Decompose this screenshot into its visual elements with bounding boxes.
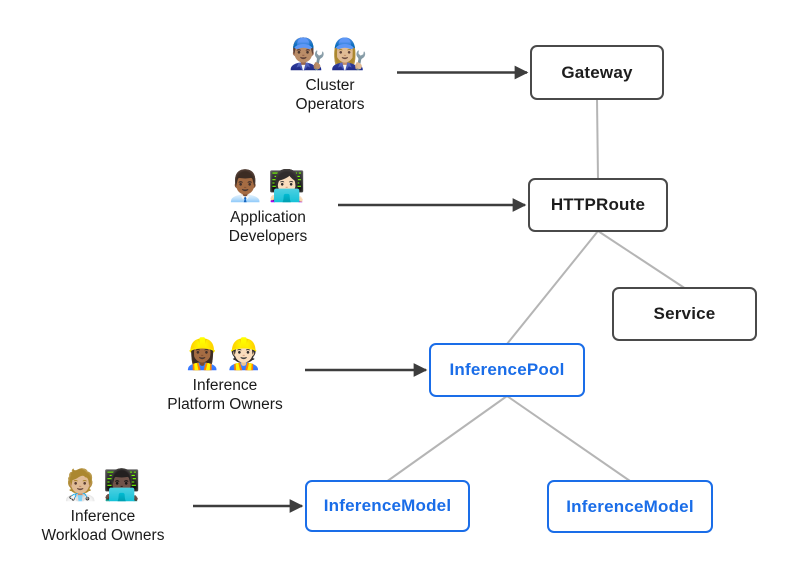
httproute-node: HTTPRoute [528, 178, 668, 232]
persona-inference-workload-owners: 🧑🏼‍⚕️👨🏿‍💻 Inference Workload Owners [23, 464, 183, 545]
inferencepool-node-label: InferencePool [449, 360, 565, 379]
persona-inference-platform-owners: 👷🏾‍♀️👷🏻 Inference Platform Owners [145, 333, 305, 414]
persona-label-line: Operators [295, 95, 365, 113]
gateway-node: Gateway [530, 45, 664, 100]
httproute-node-label: HTTPRoute [550, 195, 646, 214]
persona-cluster-operators: 👨🏽‍🔧👩🏼‍🔧 Cluster Operators [255, 33, 405, 114]
persona-label-line: Inference [192, 377, 258, 394]
persona-label-line: Application [230, 209, 306, 226]
persona-application-developers: 👨🏾‍💼👩🏻‍💻 Application Developers [195, 165, 341, 246]
inferencemodel-node-left-label: InferenceModel [323, 496, 452, 515]
persona-label-line: Platform Owners [167, 395, 283, 413]
persona-label-line: Inference [70, 508, 136, 525]
inferencepool-node: InferencePool [429, 343, 585, 397]
mechanics-emoji: 👨🏽‍🔧👩🏼‍🔧 [288, 38, 372, 71]
health-worker-technologist-emoji: 🧑🏼‍⚕️👨🏿‍💻 [61, 469, 145, 502]
persona-label-line: Cluster [305, 77, 355, 94]
persona-label-line: Workload Owners [41, 526, 165, 544]
edge-httproute-to-inferencepool [506, 230, 599, 345]
edge-inferencepool-to-inferencemodel-2 [506, 395, 631, 482]
inferencemodel-node-right: InferenceModel [547, 480, 713, 533]
construction-workers-emoji: 👷🏾‍♀️👷🏻 [183, 338, 267, 371]
edge-inferencepool-to-inferencemodel-1 [386, 395, 508, 482]
service-node: Service [612, 287, 757, 341]
persona-label-line: Developers [228, 227, 308, 245]
gateway-node-label: Gateway [561, 62, 633, 82]
edge-gateway-to-httproute [596, 98, 599, 180]
inferencemodel-node-left: InferenceModel [305, 480, 470, 532]
office-worker-technologist-emoji: 👨🏾‍💼👩🏻‍💻 [226, 170, 310, 203]
service-node-label: Service [653, 304, 716, 323]
inferencemodel-node-right-label: InferenceModel [566, 496, 694, 516]
edge-httproute-to-service [597, 230, 686, 289]
